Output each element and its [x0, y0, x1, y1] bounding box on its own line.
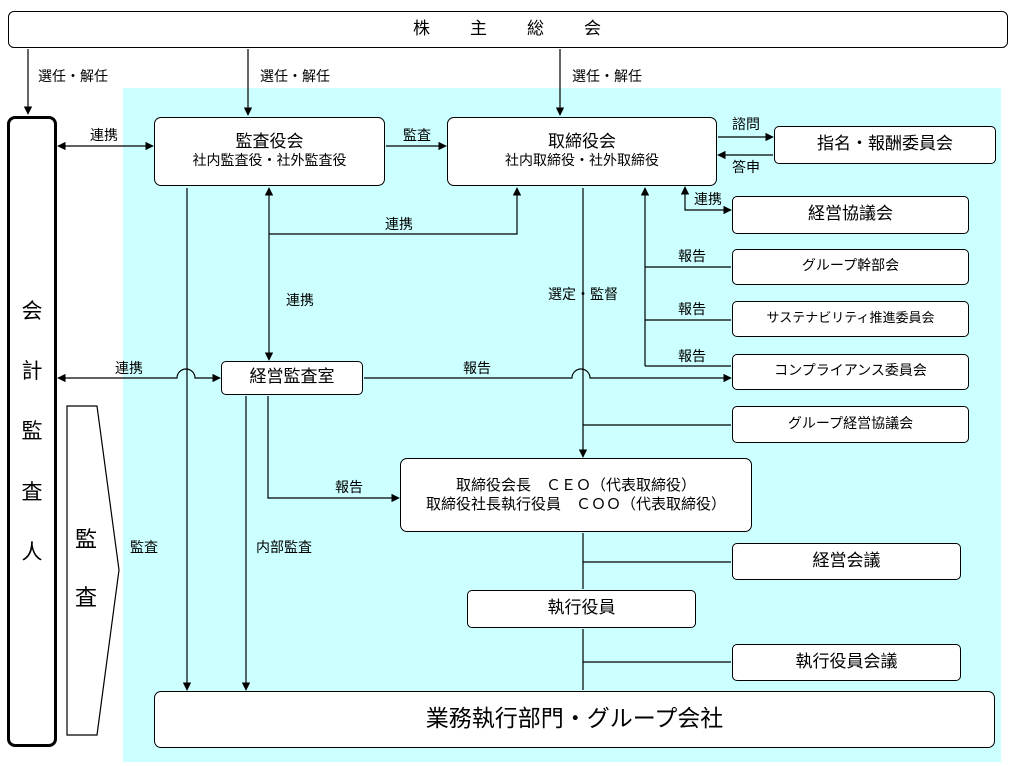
sustainability-committee-title: サステナビリティ推進委員会: [766, 310, 935, 326]
internal-audit-office-box: 経営監査室: [221, 361, 363, 395]
auditor-char-4: 査: [21, 479, 43, 504]
executive-officers-meeting-title: 執行役員会議: [795, 651, 898, 672]
ceo-line: 取締役会長 ＣＥＯ（代表取締役）: [455, 476, 696, 495]
group-executive-box: グループ幹部会: [732, 249, 969, 285]
executive-officers-title: 執行役員: [547, 598, 616, 619]
coop-label-mgmt-council: 連携: [694, 192, 722, 208]
coop-label-auditor-ia: 連携: [115, 361, 143, 377]
group-management-council-box: グループ経営協議会: [732, 406, 969, 443]
compliance-committee-title: コンプライアンス委員会: [774, 363, 927, 380]
appoint-label-board: 選任・解任: [572, 69, 642, 85]
board-of-directors-box: 取締役会 社内取締役・社外取締役: [447, 117, 717, 186]
audit-chevron-label: 監 査: [71, 522, 101, 612]
audit-board-subtitle: 社内監査役・社外監査役: [192, 153, 347, 170]
appoint-label-auditor: 選任・解任: [38, 69, 108, 85]
coop-label-ab-board: 連携: [385, 217, 413, 233]
compliance-committee-box: コンプライアンス委員会: [732, 354, 969, 390]
accounting-auditor-title: 会 計 監 査 人: [22, 298, 43, 565]
report-label-compliance: 報告: [678, 349, 706, 365]
management-meeting-title: 経営会議: [812, 550, 881, 571]
auditor-char-3: 監: [21, 419, 43, 444]
audit-char-2: 査: [74, 586, 97, 611]
board-subtitle: 社内取締役・社外取締役: [505, 153, 659, 170]
auditor-char-2: 計: [21, 359, 43, 384]
nomination-committee-box: 指名・報酬委員会: [774, 126, 996, 164]
audit-char-1: 監: [74, 528, 97, 553]
management-meeting-box: 経営会議: [732, 543, 961, 580]
report-label-ia-ceo: 報告: [335, 480, 363, 496]
business-divisions-title: 業務執行部門・グループ会社: [425, 706, 724, 733]
business-divisions-box: 業務執行部門・グループ会社: [154, 691, 995, 748]
report-label-ia-compliance: 報告: [463, 361, 491, 377]
coop-label-auditor-board: 連携: [90, 128, 118, 144]
ceo-coo-box: 取締役会長 ＣＥＯ（代表取締役） 取締役社長執行役員 ＣＯＯ（代表取締役）: [400, 458, 752, 532]
auditor-char-5: 人: [21, 539, 43, 564]
accounting-auditor-box: 会 計 監 査 人: [7, 116, 57, 747]
group-management-council-title: グループ経営協議会: [787, 415, 914, 432]
audit-label-board: 監査: [403, 128, 431, 144]
board-title: 取締役会: [548, 132, 616, 153]
audit-board-title: 監査役会: [235, 132, 304, 153]
select-supervise-label: 選定・監督: [548, 287, 618, 303]
report-back-label: 答申: [732, 160, 760, 176]
consult-label: 諮問: [732, 117, 760, 133]
coop-label-vertical: 連携: [286, 293, 314, 309]
audit-label-left: 監査: [130, 540, 158, 556]
shareholders-meeting-box: 株 主 総 会: [8, 11, 1008, 48]
internal-audit-office-title: 経営監査室: [249, 367, 335, 388]
coo-line: 取締役社長執行役員 ＣＯＯ（代表取締役）: [425, 495, 726, 513]
audit-board-box: 監査役会 社内監査役・社外監査役: [154, 117, 385, 186]
sustainability-committee-box: サステナビリティ推進委員会: [732, 301, 969, 337]
executive-officers-meeting-box: 執行役員会議: [732, 644, 961, 681]
report-label-sustainability: 報告: [678, 302, 706, 318]
group-executive-title: グループ幹部会: [801, 258, 900, 275]
nomination-committee-title: 指名・報酬委員会: [817, 134, 953, 155]
report-label-group-exec: 報告: [678, 249, 706, 265]
auditor-char-1: 会: [21, 298, 43, 323]
management-council-box: 経営協議会: [732, 196, 969, 234]
appoint-label-audit-board: 選任・解任: [260, 69, 330, 85]
executive-officers-box: 執行役員: [467, 590, 696, 628]
management-council-title: 経営協議会: [808, 204, 893, 225]
internal-audit-label: 内部監査: [256, 540, 312, 556]
audit-chevron-shape: [66, 405, 120, 736]
shareholders-meeting-title: 株 主 総 会: [413, 18, 603, 39]
